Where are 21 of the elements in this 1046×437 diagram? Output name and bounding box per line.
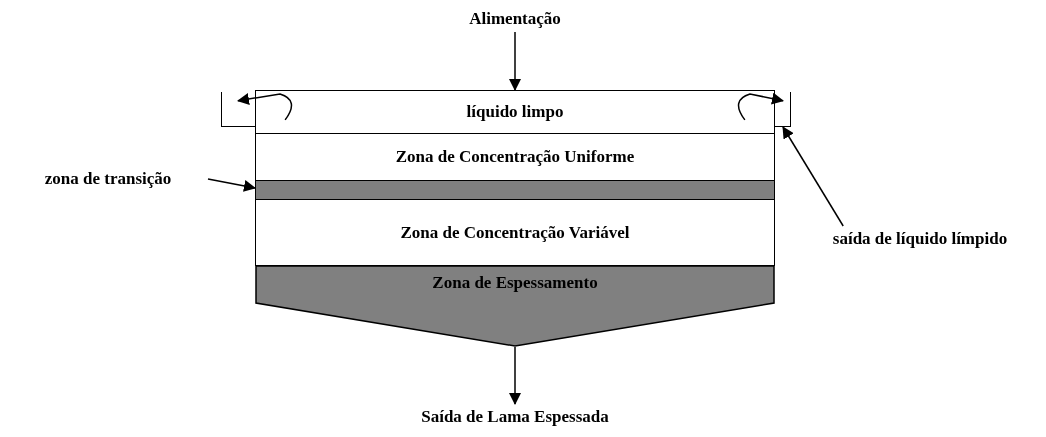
overflow-launder	[775, 92, 791, 127]
flow-label: Alimentação	[455, 6, 575, 32]
overflow-launder	[221, 92, 255, 127]
thickening-zone	[255, 265, 775, 347]
zone-label: Zona de Concentração Uniforme	[395, 147, 635, 167]
flow-label: zona de transição	[8, 166, 208, 192]
arrow	[237, 93, 293, 121]
flow-label: Saída de Lama Espessada	[395, 404, 635, 430]
arrow	[509, 346, 521, 405]
transition-band	[255, 180, 775, 200]
tank-zone	[255, 90, 775, 134]
tank-zone	[255, 133, 775, 181]
arrow	[782, 126, 844, 227]
flow-label: saída de líquido límpido	[800, 226, 1040, 252]
arrow	[737, 92, 784, 121]
zone-label: Zona de Espessamento	[432, 273, 598, 293]
zone-label: Zona de Concentração Variável	[400, 222, 630, 243]
arrow	[509, 31, 521, 91]
tank-zone	[255, 199, 775, 266]
zone-label: líquido limpo	[466, 102, 564, 122]
arrow	[207, 178, 256, 192]
